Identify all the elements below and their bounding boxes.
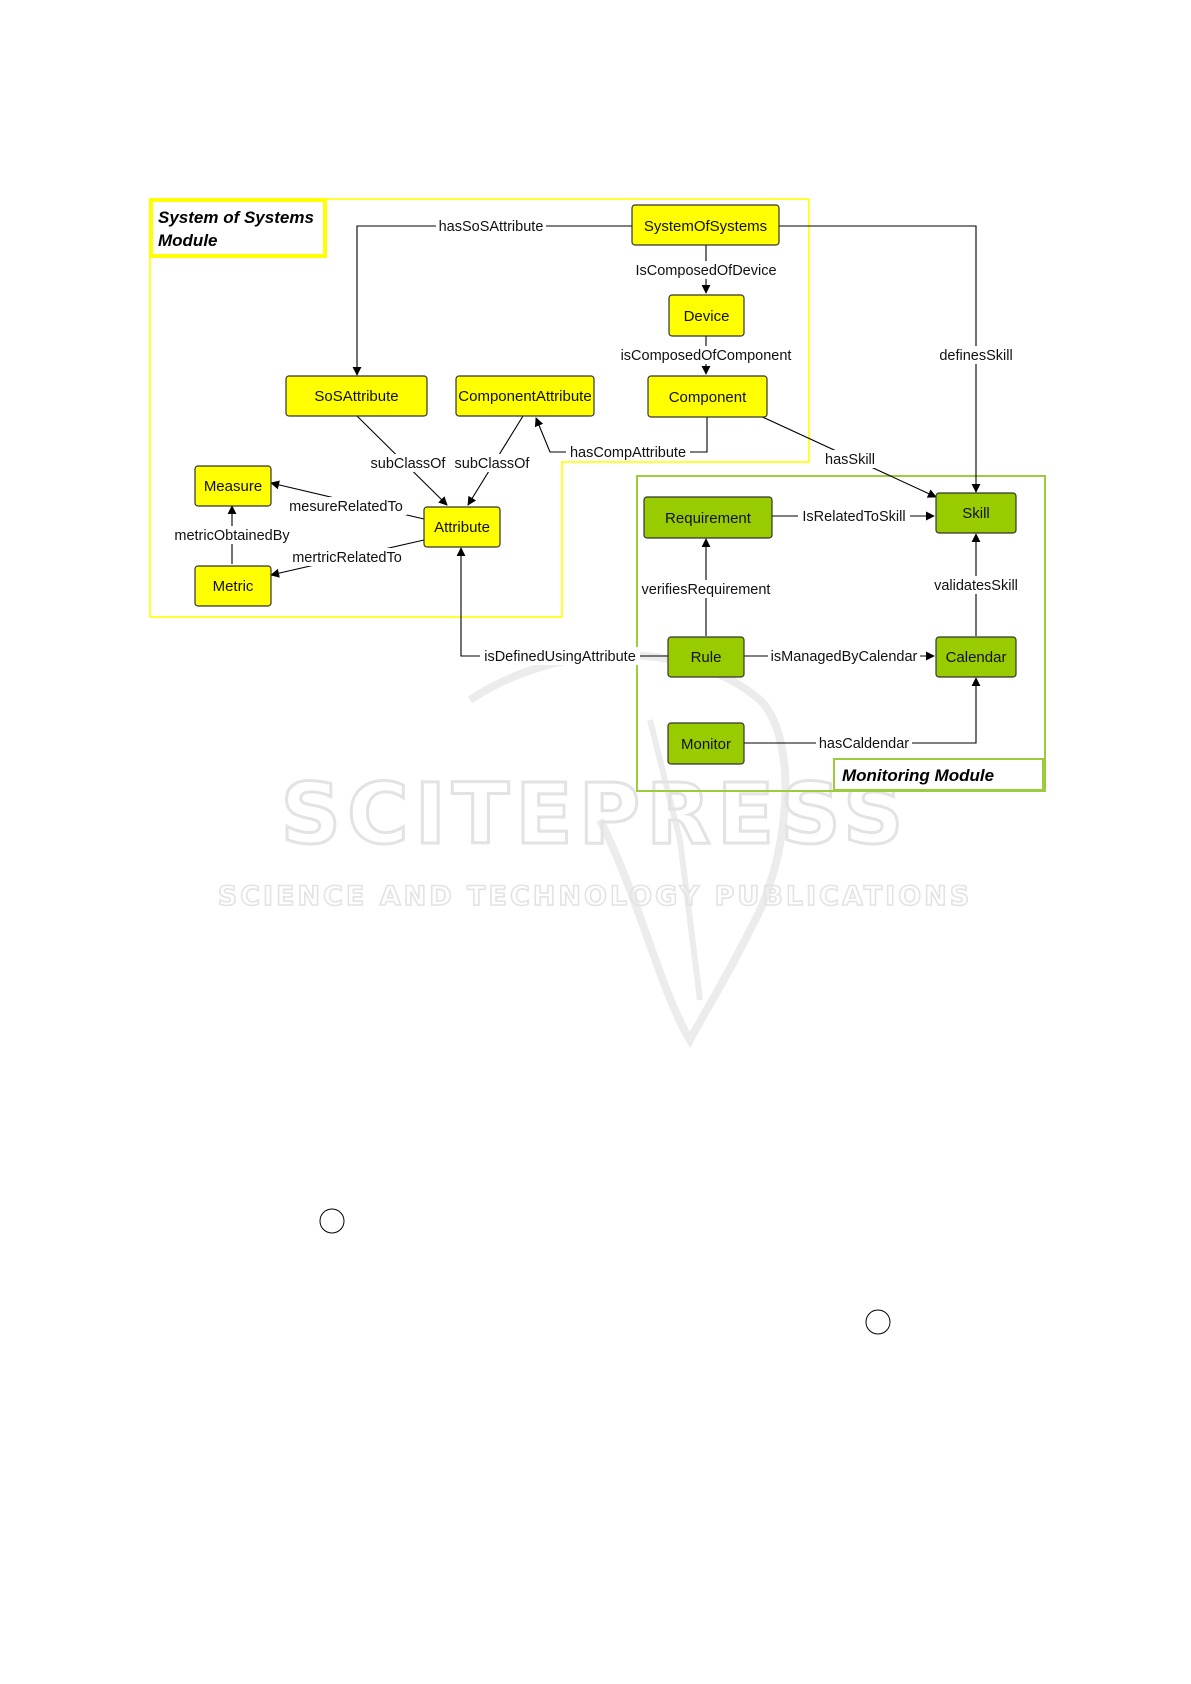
edge-label-mesure-related-to: mesureRelatedTo bbox=[289, 499, 403, 515]
edge-labels: hasSoSAttribute IsComposedOfDevice isCom… bbox=[172, 216, 1020, 752]
node-system-of-systems[interactable]: SystemOfSystems bbox=[631, 204, 780, 246]
svg-text:SoSAttribute: SoSAttribute bbox=[314, 388, 398, 405]
node-component[interactable]: Component bbox=[647, 375, 768, 418]
node-sos-attribute[interactable]: SoSAttribute bbox=[285, 375, 428, 417]
nodes: SystemOfSystems Device Component SoSAttr… bbox=[194, 204, 1017, 765]
svg-text:Component: Component bbox=[669, 389, 747, 406]
svg-text:Attribute: Attribute bbox=[434, 519, 490, 536]
edge-label-has-skill: hasSkill bbox=[825, 452, 875, 468]
monitoring-module-title: Monitoring Module bbox=[842, 766, 994, 785]
edge-label-metric-obtained-by: metricObtainedBy bbox=[174, 528, 290, 544]
node-requirement[interactable]: Requirement bbox=[643, 496, 773, 539]
sos-module-border bbox=[149, 198, 810, 618]
edge-label-verifies-requirement: verifiesRequirement bbox=[642, 582, 771, 598]
edge-label-sub-class-of-2: subClassOf bbox=[455, 456, 531, 472]
edge-label-is-composed-of-device: IsComposedOfDevice bbox=[635, 263, 776, 279]
edge-label-is-managed-by-calendar: isManagedByCalendar bbox=[771, 649, 918, 665]
svg-text:Calendar: Calendar bbox=[946, 649, 1007, 666]
circle-mark-left bbox=[319, 1208, 345, 1234]
svg-text:Measure: Measure bbox=[204, 478, 262, 495]
svg-text:SystemOfSystems: SystemOfSystems bbox=[644, 218, 767, 235]
node-skill[interactable]: Skill bbox=[935, 492, 1017, 534]
svg-text:Requirement: Requirement bbox=[665, 510, 752, 527]
watermark-title: SCITEPRESS bbox=[281, 765, 910, 863]
edge-label-has-comp-attribute: hasCompAttribute bbox=[570, 445, 686, 461]
node-measure[interactable]: Measure bbox=[194, 465, 272, 507]
watermark-subtitle: SCIENCE AND TECHNOLOGY PUBLICATIONS bbox=[218, 881, 972, 912]
svg-text:Metric: Metric bbox=[213, 578, 254, 595]
node-component-attribute[interactable]: ComponentAttribute bbox=[455, 375, 595, 417]
edges bbox=[227, 225, 981, 744]
watermark-swoosh-inner bbox=[647, 719, 703, 1001]
svg-text:ComponentAttribute: ComponentAttribute bbox=[458, 388, 591, 405]
svg-text:Skill: Skill bbox=[962, 505, 990, 522]
circle-mark-right bbox=[865, 1309, 891, 1335]
edge-label-is-related-to-skill: IsRelatedToSkill bbox=[802, 509, 905, 525]
edge-label-has-sos-attribute: hasSoSAttribute bbox=[439, 219, 544, 235]
sos-module-title-line2: Module bbox=[158, 231, 218, 250]
node-monitor[interactable]: Monitor bbox=[667, 722, 745, 765]
node-device[interactable]: Device bbox=[668, 294, 745, 337]
svg-text:Monitor: Monitor bbox=[681, 736, 731, 753]
node-rule[interactable]: Rule bbox=[667, 636, 745, 678]
edge-label-is-defined-using-attribute: isDefinedUsingAttribute bbox=[484, 649, 636, 665]
sos-module-title-box bbox=[149, 198, 327, 258]
edge-has-sos-attribute bbox=[352, 225, 632, 376]
monitoring-module-title-box bbox=[833, 758, 1044, 791]
edge-label-mertric-related-to: mertricRelatedTo bbox=[292, 550, 402, 566]
edge-label-validates-skill: validatesSkill bbox=[934, 578, 1018, 594]
edge-defines-skill bbox=[779, 225, 981, 493]
edge-label-has-caldendar: hasCaldendar bbox=[819, 736, 909, 752]
node-calendar[interactable]: Calendar bbox=[935, 636, 1017, 678]
sos-module-title-line1: System of Systems bbox=[158, 208, 314, 227]
edge-label-defines-skill: definesSkill bbox=[939, 348, 1012, 364]
watermark: SCITEPRESS SCIENCE AND TECHNOLOGY PUBLIC… bbox=[217, 651, 972, 1049]
node-attribute[interactable]: Attribute bbox=[423, 506, 501, 548]
svg-text:Rule: Rule bbox=[691, 649, 722, 666]
edge-label-is-composed-of-component: isComposedOfComponent bbox=[621, 348, 792, 364]
edge-label-sub-class-of-1: subClassOf bbox=[371, 456, 447, 472]
svg-text:Device: Device bbox=[684, 308, 730, 325]
node-metric[interactable]: Metric bbox=[194, 565, 272, 607]
